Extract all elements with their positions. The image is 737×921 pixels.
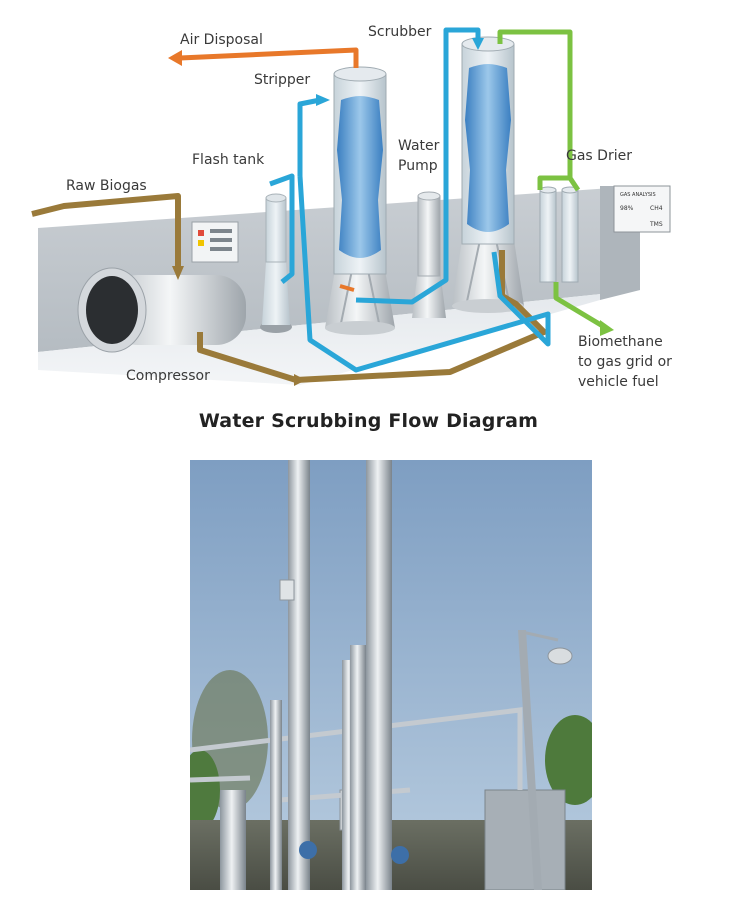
label-scrubber: Scrubber [368,24,432,40]
label-biomethane-line3: vehicle fuel [578,374,659,390]
photo-trees [190,670,592,830]
gas-analysis-panel: GAS ANALYSIS 98% CH4 TMS [613,185,671,233]
photo-tower-right [366,460,392,890]
photo-tower-left [288,460,310,890]
control-panel [191,221,239,263]
diagram-caption: Water Scrubbing Flow Diagram [198,410,539,432]
water-pump [412,191,446,318]
scrubber-column [452,36,524,313]
label-compressor: Compressor [126,368,210,384]
gas-analysis-title: GAS ANALYSIS [620,192,656,198]
gas-drier [539,186,579,283]
label-air-disposal: Air Disposal [180,32,263,48]
label-biomethane-line2: to gas grid or [578,354,672,370]
label-raw-biogas: Raw Biogas [66,178,147,194]
label-stripper: Stripper [254,72,310,88]
gas-analysis-value: 98% [620,205,634,212]
label-water-pump-line1: Water [398,138,440,154]
stripper-column [325,66,395,335]
compressor [77,267,246,353]
photo-lamp-post [518,630,573,890]
water-scrubbing-flow-diagram: GAS ANALYSIS 98% CH4 TMS [31,24,672,390]
gas-analysis-unit: CH4 [650,205,663,212]
label-flash-tank: Flash tank [192,152,265,168]
label-water-pump-line2: Pump [398,158,438,174]
biomethane-flow-line [497,29,614,336]
flash-tank [260,193,292,333]
gas-analysis-row2: TMS [649,221,663,228]
label-gas-drier: Gas Drier [566,148,632,164]
water-flow-line [269,27,551,373]
plant-photo [190,460,592,890]
photo-cabinet [484,789,566,890]
air-flow-line [168,47,359,292]
label-biomethane-line1: Biomethane [578,334,663,350]
